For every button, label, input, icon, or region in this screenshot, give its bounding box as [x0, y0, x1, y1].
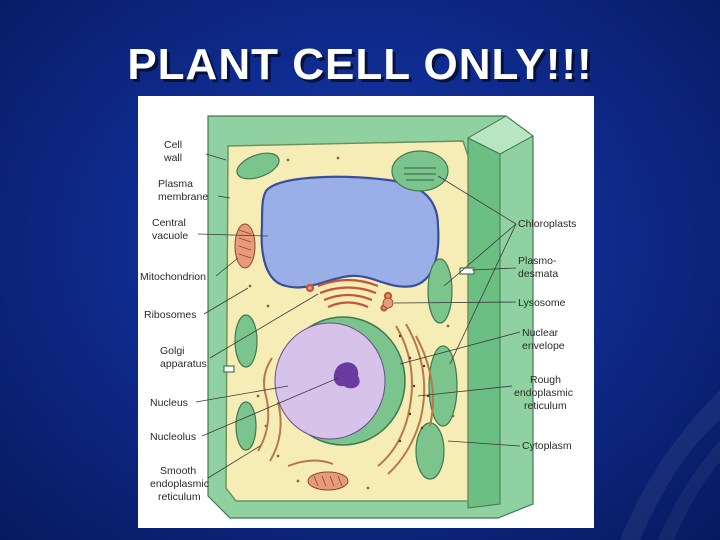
rough-er-shape	[377, 323, 434, 475]
label-ribosomes: Ribosomes	[144, 309, 197, 321]
label-plasmodesmata-2: desmata	[518, 268, 558, 280]
plant-cell-diagram: Cell wall Plasma membrane Central vacuol…	[140, 115, 576, 519]
slide-title: PLANT CELL ONLY!!!	[127, 40, 593, 89]
label-plasma-membrane-2: membrane	[158, 191, 208, 203]
svg-text:Nucleus: Nucleus	[150, 397, 188, 409]
label-mitochondrion: Mitochondrion	[140, 271, 206, 283]
svg-text:endoplasmic: endoplasmic	[150, 478, 209, 490]
label-rough-er-2: endoplasmic	[514, 387, 573, 399]
label-rough-er-1: Rough	[530, 374, 561, 386]
svg-text:Nucleolus: Nucleolus	[150, 431, 196, 443]
label-central-vacuole-2: vacuole	[152, 230, 188, 242]
svg-text:endoplasmic: endoplasmic	[514, 387, 573, 399]
smooth-er-shape	[257, 357, 334, 467]
label-smooth-er-1: Smooth	[160, 465, 196, 477]
svg-text:Ribosomes: Ribosomes	[144, 309, 197, 321]
svg-text:vacuole: vacuole	[152, 230, 188, 242]
label-nuclear-envelope-2: envelope	[522, 340, 565, 352]
label-cell-wall-2: wall	[163, 152, 182, 164]
svg-text:wall: wall	[163, 152, 182, 164]
svg-text:reticulum: reticulum	[524, 400, 567, 412]
lysosome-shape	[382, 297, 394, 309]
decorative-swoosh	[620, 390, 720, 540]
svg-text:Lysosome: Lysosome	[518, 297, 566, 309]
svg-text:Rough: Rough	[530, 374, 561, 386]
label-smooth-er-2: endoplasmic	[150, 478, 209, 490]
right-labels: Chloroplasts Plasmo- desmata Lysosome Nu…	[514, 218, 576, 452]
label-nuclear-envelope-1: Nuclear	[522, 327, 559, 339]
left-labels: Cell wall Plasma membrane Central vacuol…	[140, 139, 209, 503]
svg-text:desmata: desmata	[518, 268, 558, 280]
svg-text:Plasma: Plasma	[158, 178, 193, 190]
svg-text:apparatus: apparatus	[160, 358, 207, 370]
svg-text:Central: Central	[152, 217, 186, 229]
label-rough-er-3: reticulum	[524, 400, 567, 412]
svg-text:Nuclear: Nuclear	[522, 327, 559, 339]
label-plasmodesmata-1: Plasmo-	[518, 255, 557, 267]
label-chloroplasts: Chloroplasts	[518, 218, 576, 230]
central-vacuole-shape	[260, 175, 440, 289]
svg-text:reticulum: reticulum	[158, 491, 201, 503]
svg-text:Mitochondrion: Mitochondrion	[140, 271, 206, 283]
plasmodesmata-shape	[223, 267, 475, 373]
plant-cell-figure: Cell wall Plasma membrane Central vacuol…	[138, 96, 594, 528]
label-golgi-1: Golgi	[160, 345, 185, 357]
label-central-vacuole-1: Central	[152, 217, 186, 229]
svg-text:Smooth: Smooth	[160, 465, 196, 477]
svg-text:Cell: Cell	[164, 139, 182, 151]
svg-text:Chloroplasts: Chloroplasts	[518, 218, 576, 230]
svg-text:Cytoplasm: Cytoplasm	[522, 440, 572, 452]
label-golgi-2: apparatus	[160, 358, 207, 370]
svg-text:membrane: membrane	[158, 191, 208, 203]
label-nucleus: Nucleus	[150, 397, 188, 409]
svg-text:envelope: envelope	[522, 340, 565, 352]
label-lysosome: Lysosome	[518, 297, 566, 309]
label-nucleolus: Nucleolus	[150, 431, 196, 443]
label-cytoplasm: Cytoplasm	[522, 440, 572, 452]
rough-er-ribosomes	[398, 334, 430, 443]
chloroplast-shapes	[234, 150, 458, 480]
label-plasma-membrane-1: Plasma	[158, 178, 193, 190]
label-cell-wall-1: Cell	[164, 139, 182, 151]
golgi-shape	[305, 278, 393, 312]
leader-lines	[195, 153, 521, 479]
label-smooth-er-3: reticulum	[158, 491, 201, 503]
svg-text:Golgi: Golgi	[160, 345, 185, 357]
nucleolus-shape	[333, 362, 360, 389]
svg-text:Plasmo-: Plasmo-	[518, 255, 557, 267]
thylakoid-lines	[404, 167, 436, 181]
